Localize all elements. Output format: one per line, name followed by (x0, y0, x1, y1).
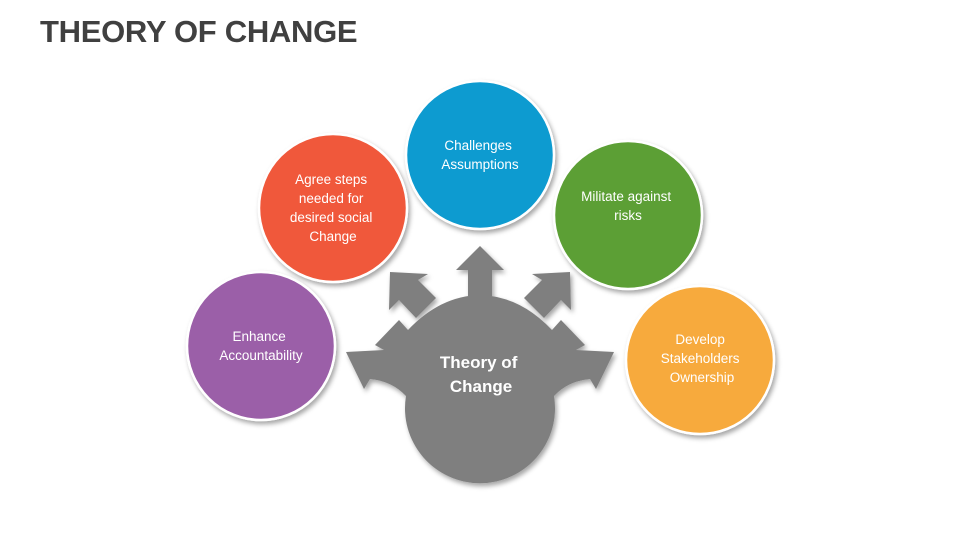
node-label-line: desired social (290, 210, 373, 225)
node-label: Agree steps needed for desired social Ch… (290, 172, 376, 244)
node-label-line: needed for (299, 191, 364, 206)
node-circle (624, 284, 776, 436)
node-stakeholders-ownership: Develop Stakeholders Ownership (624, 284, 776, 436)
hub-label: Theory of Change (440, 353, 522, 396)
node-label-line: Ownership (670, 370, 735, 385)
node-label-line: Assumptions (441, 157, 519, 172)
hub (346, 246, 614, 484)
node-circle (404, 79, 556, 231)
node-challenges-assumptions: Challenges Assumptions (404, 79, 556, 231)
node-militate-risks: Militate against risks (552, 139, 704, 291)
node-circle (552, 139, 704, 291)
node-label-line: Change (309, 229, 356, 244)
node-label-line: Agree steps (295, 172, 367, 187)
node-label: Develop Stakeholders Ownership (661, 332, 744, 385)
node-label: Challenges Assumptions (441, 138, 519, 172)
arrow-upper-left (389, 272, 436, 318)
node-label-line: Develop (675, 332, 725, 347)
hub-label-line: Theory of (440, 353, 518, 372)
node-label-line: Enhance (232, 329, 285, 344)
node-label-line: Challenges (444, 138, 512, 153)
arrow-hub-shape (346, 295, 614, 484)
node-label-line: Stakeholders (661, 351, 740, 366)
node-agree-steps: Agree steps needed for desired social Ch… (257, 132, 409, 284)
node-label: Enhance Accountability (219, 329, 303, 363)
node-label-line: risks (614, 208, 642, 223)
hub-label-line: Change (450, 377, 512, 396)
node-enhance-accountability: Enhance Accountability (185, 270, 337, 422)
node-label: Militate against risks (581, 189, 675, 223)
arrow-upper-right (524, 272, 571, 318)
page-title: THEORY OF CHANGE (40, 14, 358, 49)
node-circle (185, 270, 337, 422)
arrow-top (456, 246, 504, 296)
node-circle (257, 132, 409, 284)
node-label-line: Accountability (219, 348, 303, 363)
node-label-line: Militate against (581, 189, 671, 204)
